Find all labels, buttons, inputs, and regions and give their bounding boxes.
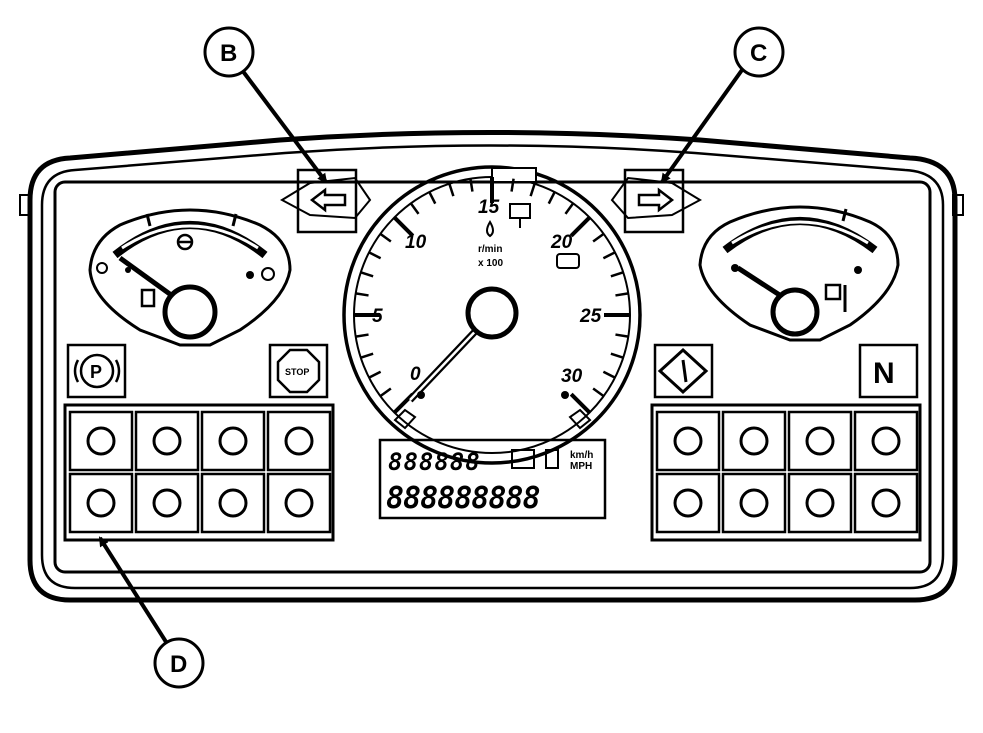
- tach-ticks: [354, 177, 630, 414]
- glow-indicator-icon: [509, 203, 531, 228]
- turn-left-arrow-icon: [309, 187, 347, 213]
- tach-tick: [602, 251, 616, 260]
- callout-d-label: D: [170, 651, 187, 678]
- tach-tick: [379, 387, 392, 398]
- tach-label-30: 30: [561, 366, 583, 387]
- coolant-temp-gauge: [698, 205, 900, 342]
- tractor-low-icon: [200, 472, 266, 534]
- tach-tick: [602, 370, 616, 379]
- coolant-icon: [824, 283, 842, 301]
- callout-b: B: [203, 26, 328, 184]
- tach-tick: [448, 183, 455, 197]
- stop-indicator: STOP: [268, 343, 329, 399]
- park-brake-label: P: [90, 362, 102, 382]
- tach-tick: [409, 202, 420, 215]
- tach-tick: [469, 178, 474, 192]
- tach-label-5: 5: [372, 306, 383, 327]
- right-indicator-cluster: [650, 403, 922, 542]
- battery-icon: [266, 472, 332, 534]
- engine-icon: [655, 472, 721, 534]
- tach-tick: [610, 352, 624, 359]
- turn-right-arrow-icon: [637, 187, 675, 213]
- tach-tick: [368, 370, 382, 379]
- tach-tick: [547, 191, 556, 205]
- left-indicator-cells: [68, 410, 332, 534]
- tach-label-0: 0: [410, 364, 421, 385]
- diff-lock-off-icon: [787, 472, 853, 534]
- tach-unit-multiplier: x 100: [478, 258, 503, 269]
- tach-tick: [360, 352, 374, 359]
- pto-icon: [68, 410, 134, 472]
- turn-right-indicator: [610, 168, 703, 234]
- engine-oil-drop-icon: [486, 220, 494, 238]
- tach-tick: [569, 392, 591, 414]
- lcd-unit-mph: MPH: [570, 461, 592, 472]
- air-filter-icon: [134, 472, 200, 534]
- lcd-top-digits: 888888: [388, 448, 481, 476]
- hitch-icon: [787, 410, 853, 472]
- callout-c: C: [660, 26, 785, 184]
- left-indicator-cluster: [63, 403, 335, 542]
- lcd-hours-icon: [511, 449, 535, 469]
- tach-tick: [529, 183, 536, 197]
- tach-tick: [379, 232, 392, 243]
- turn-3-trailers-icon: [266, 410, 332, 472]
- tach-label-25: 25: [579, 306, 602, 327]
- right-indicator-cells: [655, 410, 919, 534]
- park-brake-indicator: P: [66, 343, 127, 399]
- tach-label-20: 20: [550, 232, 573, 253]
- tach-tick: [592, 232, 605, 243]
- tach-tick: [355, 292, 369, 297]
- tach-tick: [569, 216, 591, 238]
- stop-icon: [276, 348, 321, 394]
- tach-tick: [360, 271, 374, 278]
- callout-d: D: [98, 536, 205, 689]
- coolant-temp-icon: [853, 410, 919, 472]
- tach-tick: [510, 178, 515, 192]
- tach-tick: [428, 191, 437, 205]
- tach-tick: [615, 333, 629, 338]
- headlight-icon: [68, 472, 134, 534]
- neutral-indicator: N: [858, 343, 919, 399]
- four-wd-icon: [853, 472, 919, 534]
- callout-c-label: C: [750, 40, 767, 67]
- tach-label-15: 15: [478, 197, 500, 218]
- panel-housing: [19, 130, 964, 603]
- warning-indicator: [653, 343, 714, 399]
- turn-left-indicator: [279, 168, 372, 234]
- fuel-pump-icon: [140, 288, 156, 308]
- tach-tick: [592, 387, 605, 398]
- lcd-bottom-digits: 888888888: [386, 481, 540, 516]
- oil-level-icon: [721, 410, 787, 472]
- fuel-gauge: [88, 208, 292, 347]
- lcd-display: 888888 km/h MPH 888888888: [378, 438, 607, 520]
- tach-tick: [368, 251, 382, 260]
- callout-b-label: B: [220, 40, 237, 67]
- tach-tick: [610, 271, 624, 278]
- tach-tick: [355, 333, 369, 338]
- warning-diamond-icon: [657, 347, 709, 395]
- stop-label: STOP: [285, 367, 309, 377]
- tachometer: 0 5 10 15 20 25 30 r/min x 100: [342, 165, 642, 465]
- tach-unit-rpm: r/min: [478, 244, 502, 255]
- tach-tick: [615, 292, 629, 297]
- tach-tick: [393, 216, 415, 238]
- engine-warning-icon: [556, 253, 580, 269]
- lcd-hourglass-icon: [545, 449, 559, 469]
- service-icon: [721, 472, 787, 534]
- glow-plug-icon: [655, 410, 721, 472]
- lcd-unit-kmh: km/h: [570, 450, 593, 461]
- tach-label-10: 10: [405, 232, 427, 253]
- park-brake-icon: [79, 353, 115, 389]
- neutral-label: N: [873, 357, 895, 390]
- turn-1-trailer-icon: [134, 410, 200, 472]
- turn-2-trailers-icon: [200, 410, 266, 472]
- tach-tick: [564, 202, 575, 215]
